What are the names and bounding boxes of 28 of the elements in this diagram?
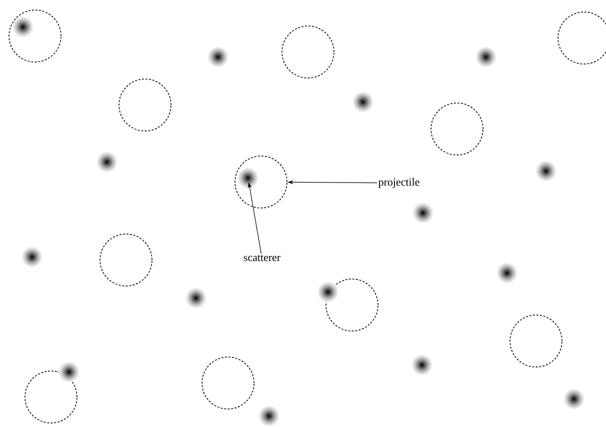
- text-label: scatterer: [244, 254, 280, 262]
- dashed-circle: [202, 356, 254, 410]
- scatterer-dot: [97, 152, 117, 172]
- scatterer-dot: [476, 47, 496, 67]
- scatterer-dot: [564, 389, 584, 409]
- scatterer-dot: [412, 355, 432, 375]
- scatterer-dot: [497, 263, 517, 283]
- dashed-circle: [100, 234, 152, 286]
- scatterer-dot: [13, 17, 33, 37]
- dashed-circle: [8, 10, 62, 62]
- dashed-circle: [24, 370, 78, 424]
- dashed-circle: [430, 102, 484, 156]
- text-label: projectile: [378, 178, 420, 188]
- scatterer-dot: [59, 362, 79, 382]
- dashed-circle: [326, 278, 378, 332]
- scatterer-dot: [353, 92, 373, 112]
- dashed-circle: [118, 78, 172, 132]
- scatterer-dot: [186, 288, 206, 308]
- scatterer-dot: [318, 282, 338, 302]
- scatterer-dot: [22, 247, 42, 267]
- scatterer-dot: [259, 406, 279, 426]
- scatterer-dot: [536, 161, 556, 181]
- dashed-circle: [282, 26, 334, 78]
- dashed-circle: [234, 156, 288, 208]
- scatterer-dot: [413, 203, 433, 223]
- scatterer-dot: [208, 47, 228, 67]
- scatterer-dot: [238, 168, 258, 188]
- dashed-circle: [510, 314, 562, 368]
